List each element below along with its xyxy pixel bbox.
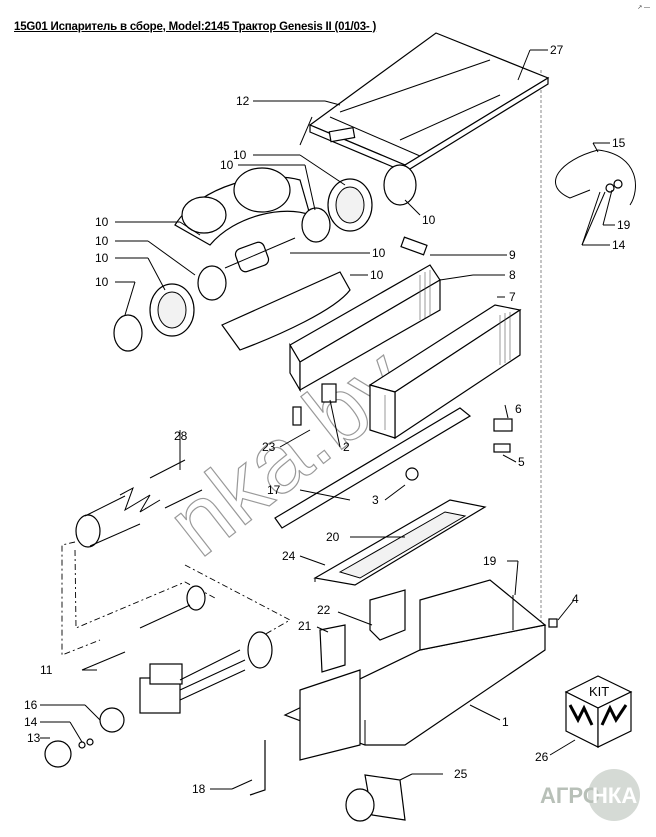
callout-19[interactable]: 19 xyxy=(483,554,497,568)
wiring-harness xyxy=(139,631,273,714)
part-6-clip xyxy=(493,418,513,432)
kit-logo-icon xyxy=(600,704,628,726)
agronka-logo: АГРО НКА xyxy=(540,769,640,821)
kit-label: KIT xyxy=(589,684,609,699)
callout-10[interactable]: 10 xyxy=(422,213,436,227)
part-13-knob xyxy=(44,740,72,768)
callout-8[interactable]: 8 xyxy=(509,268,516,282)
callout-13[interactable]: 13 xyxy=(27,731,41,745)
callout-28[interactable]: 28 xyxy=(174,429,188,443)
corner-mark: ↗ — xyxy=(637,5,650,11)
part-14-washer xyxy=(78,741,86,749)
logo-text-right: НКА xyxy=(592,783,637,808)
part-7-evaporator xyxy=(368,304,522,440)
part-15-cable xyxy=(555,149,636,206)
callout-5[interactable]: 5 xyxy=(518,455,525,469)
part-9-valve xyxy=(400,236,428,256)
callout-25[interactable]: 25 xyxy=(454,767,468,781)
callout-10[interactable]: 10 xyxy=(95,251,109,265)
callout-14[interactable]: 14 xyxy=(24,715,38,729)
callout-21[interactable]: 21 xyxy=(298,619,312,633)
callout-20[interactable]: 20 xyxy=(326,530,340,544)
callout-12[interactable]: 12 xyxy=(236,94,250,108)
part-14-washer xyxy=(86,738,94,746)
kit-logo-icon xyxy=(568,704,594,726)
callout-7[interactable]: 7 xyxy=(509,290,516,304)
callout-19[interactable]: 19 xyxy=(617,218,631,232)
part-11-sensor xyxy=(81,585,206,671)
callout-11[interactable]: 11 xyxy=(40,663,53,677)
part-3-clamp xyxy=(405,467,419,481)
part-8-heater-core xyxy=(289,264,441,393)
callout-3[interactable]: 3 xyxy=(372,493,379,507)
part-5-bracket xyxy=(493,443,511,453)
callout-9[interactable]: 9 xyxy=(509,248,516,262)
callout-10[interactable]: 10 xyxy=(220,158,234,172)
callout-6[interactable]: 6 xyxy=(515,402,522,416)
part-19-nut xyxy=(605,183,615,193)
part-24-tray xyxy=(313,499,487,586)
page-title: 15G01 Испаритель в сборе, Model:2145 Тра… xyxy=(14,21,377,33)
callout-24[interactable]: 24 xyxy=(282,549,296,563)
part-1-housing xyxy=(283,579,547,761)
callout-10[interactable]: 10 xyxy=(95,215,109,229)
part-22-bracket xyxy=(369,589,406,641)
callout-14[interactable]: 14 xyxy=(612,238,626,252)
callout-10[interactable]: 10 xyxy=(233,148,247,162)
callout-1[interactable]: 1 xyxy=(502,715,509,729)
part-2-block xyxy=(321,383,337,403)
callout-10[interactable]: 10 xyxy=(95,234,109,248)
part-23-bracket xyxy=(292,406,302,426)
callout-15[interactable]: 15 xyxy=(612,136,626,150)
part-10-blower xyxy=(113,164,417,352)
callout-10[interactable]: 10 xyxy=(372,246,386,260)
callout-16[interactable]: 16 xyxy=(24,698,38,712)
part-17-bar xyxy=(274,407,472,529)
part-18-bracket xyxy=(249,740,266,796)
callout-2[interactable]: 2 xyxy=(343,440,350,454)
callout-10[interactable]: 10 xyxy=(95,275,109,289)
kit-box-26: KIT xyxy=(564,675,633,748)
part-14-washer xyxy=(613,179,623,189)
callout-18[interactable]: 18 xyxy=(192,782,206,796)
logo-text-left: АГРО xyxy=(540,783,600,808)
part-28-duct xyxy=(75,430,203,548)
part-25-outlet xyxy=(345,774,406,822)
part-4-nut xyxy=(548,618,558,628)
callout-26[interactable]: 26 xyxy=(535,750,549,764)
leader-lines xyxy=(40,49,615,790)
callout-17[interactable]: 17 xyxy=(267,483,281,497)
callout-23[interactable]: 23 xyxy=(262,440,276,454)
wire-path xyxy=(61,541,101,656)
part-16-switch xyxy=(99,707,125,733)
callout-4[interactable]: 4 xyxy=(572,592,579,606)
callout-10[interactable]: 10 xyxy=(370,268,384,282)
part-21-bracket xyxy=(319,624,346,673)
part-12-cover xyxy=(299,32,550,174)
callout-22[interactable]: 22 xyxy=(317,603,331,617)
callout-27[interactable]: 27 xyxy=(550,43,564,57)
